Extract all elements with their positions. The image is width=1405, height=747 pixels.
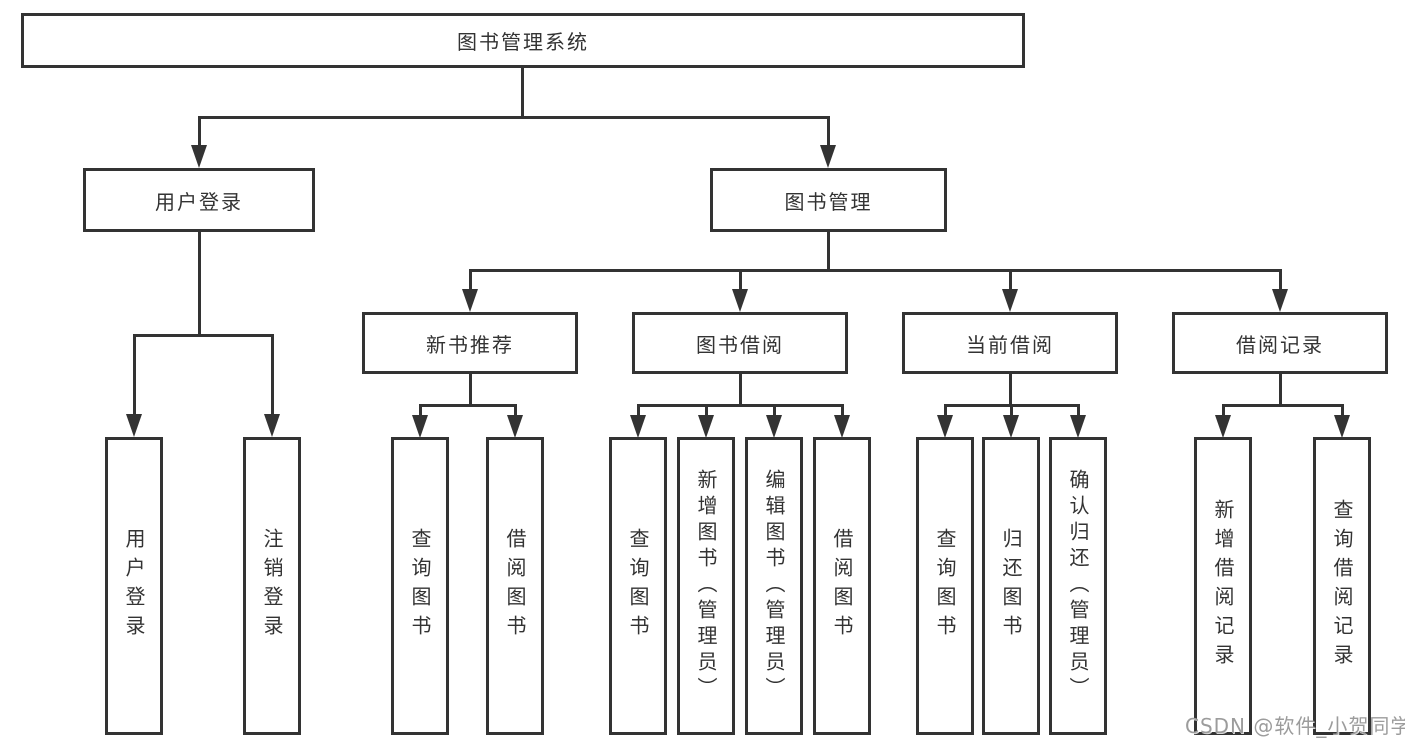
arrowhead-down-icon xyxy=(462,289,478,312)
arrowhead-down-icon xyxy=(1003,415,1019,438)
node-user-login-label: 用户登录 xyxy=(122,528,146,644)
connector-line xyxy=(1076,404,1080,418)
arrowhead-down-icon xyxy=(126,414,142,437)
connector-line xyxy=(1221,404,1225,418)
node-borrow-books-2-label: 借阅图书 xyxy=(830,528,854,644)
connector-line xyxy=(513,404,517,418)
connector-line xyxy=(636,404,844,407)
node-edit-book-admin: 编辑图书（管理员） xyxy=(745,437,803,735)
connector-line xyxy=(132,333,136,416)
arrowhead-down-icon xyxy=(834,415,850,438)
connector-line xyxy=(197,232,201,335)
node-new-book-recommend-label: 新书推荐 xyxy=(426,332,514,357)
node-current-borrowing-label: 当前借阅 xyxy=(966,332,1054,357)
connector-line xyxy=(1221,404,1344,407)
arrowhead-down-icon xyxy=(264,414,280,437)
node-query-books-1-label: 查询图书 xyxy=(408,528,432,644)
node-add-borrow-record: 新增借阅记录 xyxy=(1194,437,1252,735)
node-borrow-books-1-label: 借阅图书 xyxy=(503,528,527,644)
connector-line xyxy=(840,404,844,418)
connector-line xyxy=(826,115,830,147)
arrowhead-down-icon xyxy=(698,415,714,438)
watermark: CSDN @软件_小贺同学 xyxy=(1185,714,1405,738)
arrowhead-down-icon xyxy=(937,415,953,438)
connector-line xyxy=(704,404,708,418)
node-library-system-label: 图书管理系统 xyxy=(457,30,589,54)
node-logout: 注销登录 xyxy=(243,437,301,735)
arrowhead-down-icon xyxy=(1215,415,1231,438)
node-user-login-group: 用户登录 xyxy=(83,168,315,232)
connector-line xyxy=(418,404,422,418)
connector-line xyxy=(772,404,776,418)
connector-line xyxy=(468,374,472,406)
node-borrow-records: 借阅记录 xyxy=(1172,312,1388,374)
arrowhead-down-icon xyxy=(1070,415,1086,438)
connector-line xyxy=(636,404,640,418)
connector-line xyxy=(738,374,742,406)
node-query-borrow-record-label: 查询借阅记录 xyxy=(1330,499,1354,673)
node-current-borrowing: 当前借阅 xyxy=(902,312,1118,374)
node-confirm-return-admin-label: 确认归还（管理员） xyxy=(1066,469,1090,703)
arrowhead-down-icon xyxy=(766,415,782,438)
node-query-books-2-label: 查询图书 xyxy=(626,528,650,644)
connector-line xyxy=(1009,404,1013,418)
node-return-books: 归还图书 xyxy=(982,437,1040,735)
connector-line xyxy=(418,404,517,407)
connector-line xyxy=(1278,269,1282,291)
node-book-borrowing: 图书借阅 xyxy=(632,312,848,374)
node-return-books-label: 归还图书 xyxy=(999,528,1023,644)
arrowhead-down-icon xyxy=(732,289,748,312)
node-user-login: 用户登录 xyxy=(105,437,163,735)
connector-line xyxy=(1008,269,1012,291)
node-query-borrow-record: 查询借阅记录 xyxy=(1313,437,1371,735)
arrowhead-down-icon xyxy=(191,145,207,168)
connector-line xyxy=(826,232,830,271)
node-add-book-admin-label: 新增图书（管理员） xyxy=(694,469,718,703)
node-borrow-books-2: 借阅图书 xyxy=(813,437,871,735)
node-new-book-recommend: 新书推荐 xyxy=(362,312,578,374)
node-book-management-label: 图书管理 xyxy=(784,189,873,214)
arrowhead-down-icon xyxy=(820,145,836,168)
connector-line xyxy=(943,404,947,418)
node-add-book-admin: 新增图书（管理员） xyxy=(677,437,735,735)
arrowhead-down-icon xyxy=(630,415,646,438)
connector-line xyxy=(520,67,524,117)
connector-line xyxy=(132,333,274,337)
node-library-system: 图书管理系统 xyxy=(21,13,1025,68)
node-edit-book-admin-label: 编辑图书（管理员） xyxy=(762,469,786,703)
connector-line xyxy=(197,115,830,119)
connector-line xyxy=(468,269,472,291)
node-add-borrow-record-label: 新增借阅记录 xyxy=(1211,499,1235,673)
arrowhead-down-icon xyxy=(1002,289,1018,312)
arrowhead-down-icon xyxy=(1334,415,1350,438)
node-borrow-records-label: 借阅记录 xyxy=(1236,332,1324,357)
connector-line xyxy=(1340,404,1344,418)
connector-line xyxy=(1278,374,1282,406)
node-book-management: 图书管理 xyxy=(710,168,947,232)
connector-line xyxy=(270,333,274,416)
connector-line xyxy=(197,115,201,147)
node-query-books-2: 查询图书 xyxy=(609,437,667,735)
connector-line xyxy=(738,269,742,291)
arrowhead-down-icon xyxy=(412,415,428,438)
arrowhead-down-icon xyxy=(1272,289,1288,312)
node-user-login-group-label: 用户登录 xyxy=(155,189,243,214)
node-confirm-return-admin: 确认归还（管理员） xyxy=(1049,437,1107,735)
connector-line xyxy=(1008,374,1012,406)
node-logout-label: 注销登录 xyxy=(260,528,284,644)
node-query-books-1: 查询图书 xyxy=(391,437,449,735)
node-query-books-3: 查询图书 xyxy=(916,437,974,735)
connector-line xyxy=(468,269,1282,272)
node-book-borrowing-label: 图书借阅 xyxy=(696,332,784,357)
arrowhead-down-icon xyxy=(507,415,523,438)
node-query-books-3-label: 查询图书 xyxy=(933,528,957,644)
node-borrow-books-1: 借阅图书 xyxy=(486,437,544,735)
